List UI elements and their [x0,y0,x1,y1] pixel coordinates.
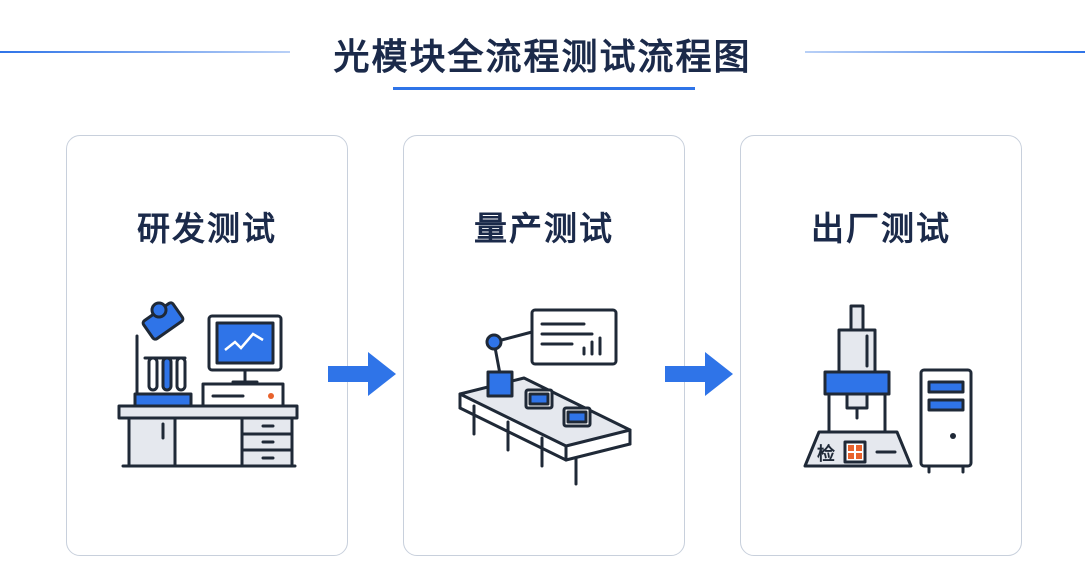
stage-card-mass-production: 量产测试 [403,135,685,556]
stage-card-factory-exit: 出厂测试 检 [740,135,1022,556]
stage-title: 量产测试 [474,209,614,248]
arrow-right-icon [328,352,396,396]
title-bar: 光模块全流程测试流程图 [0,0,1085,100]
rd-lab-workstation-icon [117,301,299,468]
inspection-mark-label: 检 [817,443,835,465]
title-underline [393,87,695,90]
title-decor-line-right [805,51,1085,53]
stage-title: 出厂测试 [811,209,951,248]
arrow-right-icon [665,352,733,396]
factory-inspection-machine-icon: 检 [803,304,973,474]
mass-production-line-icon [458,308,632,486]
stage-title: 研发测试 [137,209,277,248]
stage-card-rd: 研发测试 [66,135,348,556]
page-title: 光模块全流程测试流程图 [333,37,752,78]
title-decor-line-left [0,51,290,53]
